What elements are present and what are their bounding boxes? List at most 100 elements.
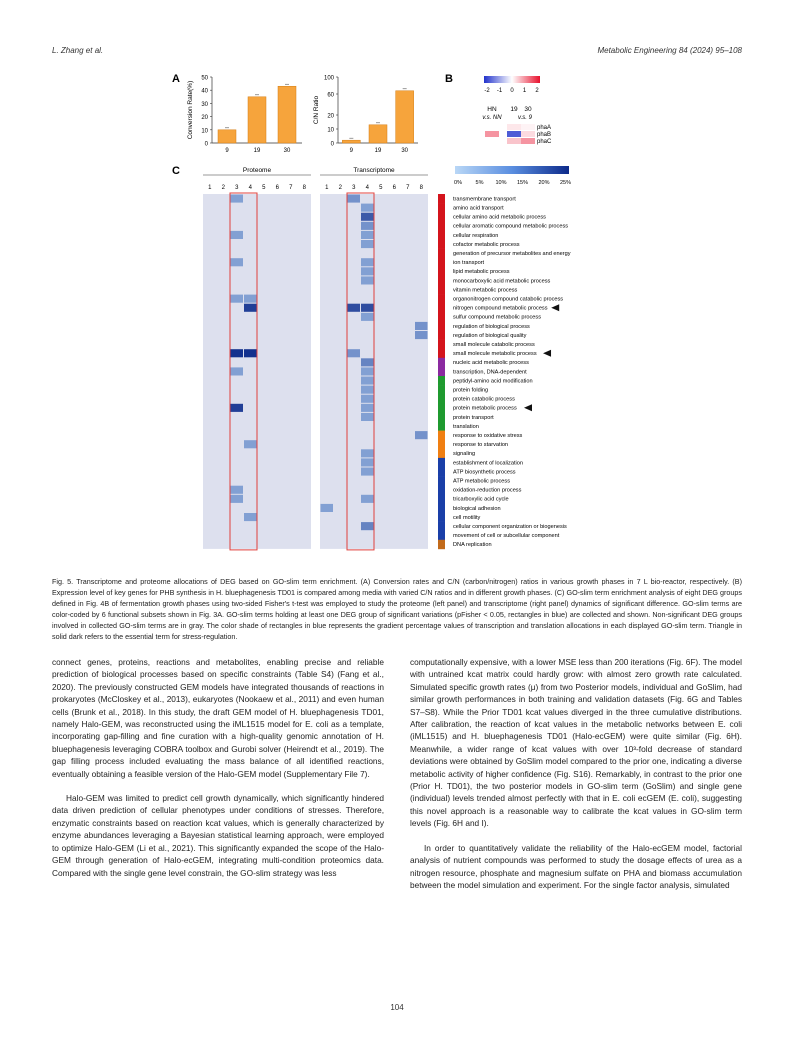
go-term-label: sulfur compound metabolic process — [453, 315, 541, 321]
category-color-bar — [438, 239, 445, 249]
panel-letter-b: B — [445, 73, 453, 85]
scale-tick-c: 5% — [476, 180, 484, 186]
transcriptome-highlight — [346, 192, 375, 551]
col-sub-b: v.s. 9 — [518, 115, 533, 121]
y-axis-label-2: C/N Ratio — [313, 96, 320, 125]
y-tick-label-1: 10 — [201, 128, 208, 134]
go-term-label: oxidation-reduction process — [453, 488, 522, 494]
category-color-bar — [438, 266, 445, 277]
group-label: 4 — [366, 185, 370, 191]
essential-term-triangle — [551, 304, 560, 312]
group-label: 6 — [276, 185, 280, 191]
y-tick-label-2: 100 — [324, 76, 335, 82]
bar — [277, 85, 297, 144]
transcriptome-cell — [361, 467, 374, 476]
x-tick-label-1: 30 — [284, 148, 291, 154]
y-axis-label-1: Conversion Rate(%) — [187, 81, 194, 140]
x-tick-label-2: 9 — [350, 148, 354, 154]
y-tick-label-1: 40 — [201, 89, 208, 95]
category-color-bar — [438, 294, 445, 304]
left-paragraph-1: connect genes, proteins, reactions and m… — [52, 657, 384, 779]
proteome-cell — [230, 230, 243, 239]
go-term-label: protein catabolic process — [453, 397, 515, 403]
y-tick-label-1: 0 — [205, 142, 209, 148]
transcriptome-cell — [347, 303, 360, 312]
category-color-bar — [438, 230, 445, 240]
category-color-bar — [438, 530, 445, 541]
y-tick-label-2: 0 — [331, 142, 335, 148]
group-label: 8 — [420, 185, 424, 191]
group-label: 1 — [208, 185, 212, 191]
category-color-bar — [438, 467, 445, 477]
group-label: 3 — [352, 185, 356, 191]
col-label-b: 19 — [510, 106, 518, 113]
category-color-bar — [438, 494, 445, 504]
gene-label-b: phaC — [537, 139, 552, 145]
page-number: 104 — [390, 1003, 404, 1012]
scale-tick-b: -1 — [497, 88, 503, 94]
transcriptome-cell — [361, 449, 374, 458]
scale-tick-b: 1 — [523, 88, 527, 94]
transcriptome-cell — [361, 367, 374, 376]
group-label: 5 — [262, 185, 266, 191]
group-label: 2 — [222, 185, 226, 191]
color-scale-b — [484, 76, 540, 83]
group-label: 5 — [379, 185, 383, 191]
category-color-bar — [438, 312, 445, 322]
go-term-label: generation of precursor metabolites and … — [453, 251, 571, 257]
go-term-label: amino acid transport — [453, 206, 504, 212]
col-sub-b: v.s. NN — [482, 115, 502, 121]
heat-cell-b — [521, 138, 535, 144]
go-term-label: transmembrane transport — [453, 196, 516, 202]
transcriptome-cell — [361, 312, 374, 321]
category-color-bar — [438, 285, 445, 295]
scale-tick-c: 15% — [517, 180, 528, 186]
proteome-cell — [230, 194, 243, 203]
transcriptome-cell — [347, 194, 360, 203]
x-tick-label-1: 9 — [225, 148, 229, 154]
bar — [342, 139, 361, 144]
group-label: 1 — [325, 185, 329, 191]
go-term-label: cellular amino acid metabolic process — [453, 215, 546, 221]
go-term-label: ATP biosynthetic process — [453, 469, 516, 475]
go-term-label: vitamin metabolic process — [453, 287, 518, 293]
y-tick-label-1: 50 — [201, 76, 208, 82]
proteome-cell — [230, 403, 243, 412]
category-color-bar — [438, 366, 445, 377]
go-term-label: tricarboxylic acid cycle — [453, 497, 509, 503]
category-color-bar — [438, 303, 445, 313]
category-color-bar — [438, 357, 445, 368]
x-tick-label-1: 19 — [254, 148, 261, 154]
transcriptome-cell — [361, 212, 374, 221]
heat-cell-b — [521, 131, 535, 137]
transcriptome-cell — [361, 385, 374, 394]
group-label: 8 — [303, 185, 307, 191]
go-term-label: biological adhesion — [453, 506, 501, 512]
go-term-label: monocarboxylic acid metabolic process — [453, 278, 551, 284]
go-term-label: organonitrogen compound catabolic proces… — [453, 297, 563, 303]
essential-term-triangle — [524, 404, 532, 412]
transcriptome-cell — [361, 412, 374, 421]
heat-cell-b — [507, 124, 521, 130]
panel-letter-c: C — [172, 165, 180, 177]
category-color-bar — [438, 403, 445, 413]
heat-cell-b — [485, 124, 499, 130]
transcriptome-cell — [361, 358, 374, 367]
panel-letter-a: A — [172, 73, 180, 85]
running-head-authors: L. Zhang et al. — [52, 46, 104, 55]
category-color-bar — [438, 512, 445, 522]
transcriptome-cell — [415, 431, 428, 440]
right-paragraph-2: In order to quantitatively validate the … — [410, 842, 742, 890]
heat-cell-b — [521, 124, 535, 130]
bar — [247, 96, 267, 144]
category-color-bar — [438, 476, 445, 486]
heat-cell-b — [485, 131, 499, 137]
col-label-b: HN — [487, 106, 497, 113]
transcriptome-cell — [361, 458, 374, 467]
category-color-bar — [438, 321, 445, 331]
scale-tick-b: -2 — [484, 88, 490, 94]
go-term-label: signaling — [453, 451, 475, 457]
